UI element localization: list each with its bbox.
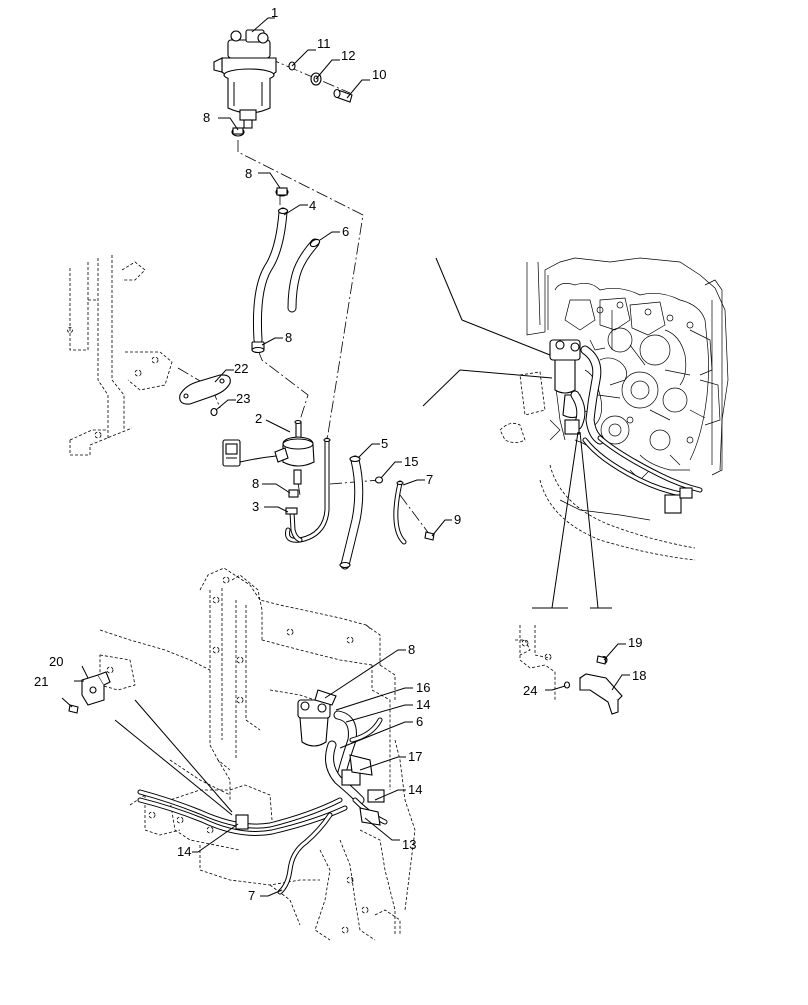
lower-leader-lines: [114, 699, 233, 816]
engine-reference-view: [499, 257, 729, 561]
callout-label: 8: [408, 642, 415, 657]
bracket-20: [68, 671, 111, 714]
callout-label: 7: [426, 472, 433, 487]
mounting-hardware-top: [288, 61, 353, 103]
callout-label: 6: [342, 224, 349, 239]
fuel-hose-4: [252, 207, 289, 345]
mounting-plate: [179, 374, 231, 405]
fuel-filter-assembly: [213, 29, 277, 129]
callout-label: 12: [341, 48, 355, 63]
callout-label: 24: [523, 683, 537, 698]
callout-label: 8: [285, 330, 292, 345]
left-frame-reference: [67, 255, 173, 456]
callout-label: 11: [317, 36, 331, 51]
callout-label: 3: [252, 499, 259, 514]
callout-label: 15: [404, 454, 418, 469]
fuel-hose-6: [287, 238, 321, 313]
callout-label: 16: [416, 680, 430, 695]
callout-label: 17: [408, 749, 422, 764]
callout-label: 20: [49, 654, 63, 669]
callout-leader-lines: [61, 17, 630, 897]
callout-label: 1: [271, 5, 278, 20]
hose-clamp: [231, 127, 245, 137]
callout-labels: 1 11 12 10 8 8 4 6 8 22 23 2 5 15 7 8 3 …: [34, 5, 646, 903]
bolt: [424, 531, 435, 541]
hose-clamp: [251, 341, 265, 354]
callout-label: 4: [309, 198, 316, 213]
hose-clamp: [288, 489, 299, 498]
callout-label: 10: [372, 67, 386, 82]
callout-label: 14: [416, 697, 430, 712]
callout-label: 13: [402, 837, 416, 852]
callout-label: 9: [454, 512, 461, 527]
callout-label: 7: [248, 888, 255, 903]
callout-label: 23: [236, 391, 250, 406]
callout-label: 6: [416, 714, 423, 729]
washer: [210, 407, 218, 417]
fuel-hose-3: [285, 507, 303, 543]
callout-label: 18: [632, 668, 646, 683]
callout-label: 8: [203, 110, 210, 125]
callout-label: 8: [245, 166, 252, 181]
callout-label: 2: [255, 411, 262, 426]
frame-reference-view: [99, 567, 416, 941]
lower-fuel-system: [137, 689, 388, 895]
callout-label: 14: [408, 782, 422, 797]
callout-label: 5: [381, 436, 388, 451]
fuel-pump: [222, 419, 315, 485]
hose-fitting: [374, 476, 384, 484]
hose-clamp: [275, 187, 289, 197]
callout-label: 8: [252, 476, 259, 491]
fuel-hose-5b: [339, 455, 364, 570]
fuel-hose-7: [393, 480, 407, 545]
callout-label: 14: [177, 844, 191, 859]
bracket-detail: [515, 625, 623, 715]
view-reference-lines: [422, 257, 612, 609]
callout-label: 19: [628, 635, 642, 650]
callout-label: 22: [234, 361, 248, 376]
callout-label: 21: [34, 674, 48, 689]
